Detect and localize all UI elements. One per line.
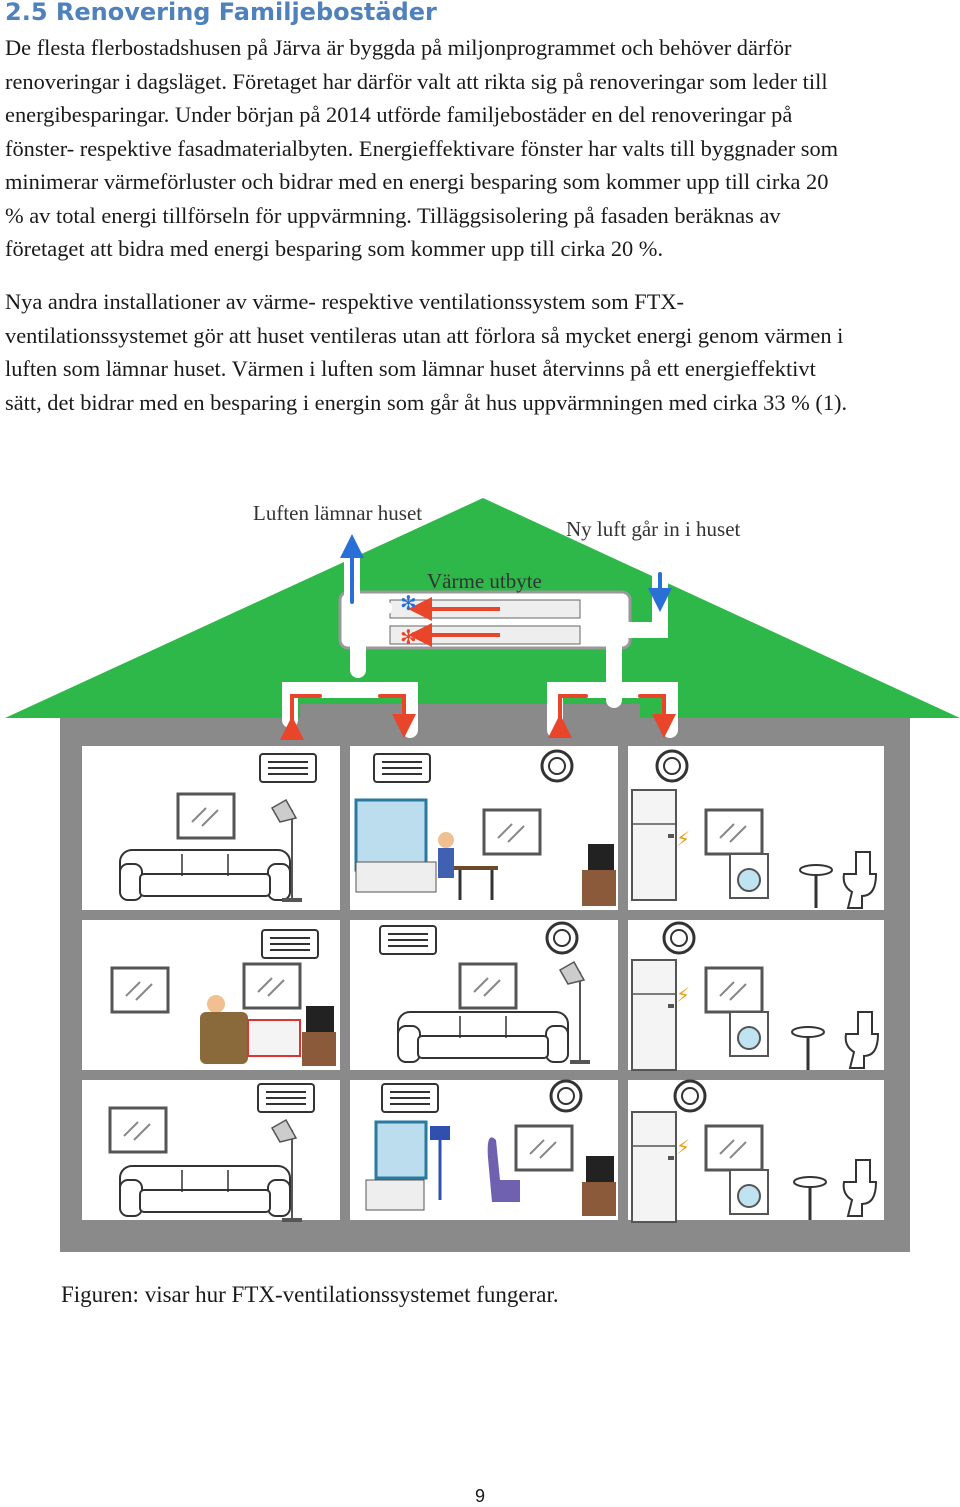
floor-lamp-icon [430, 1126, 450, 1200]
ftx-house-diagram: ✻ ✻ Luften lämnar huset Ny luft går in i… [5, 498, 960, 1252]
window-icon [482, 808, 542, 856]
electric-icon: ⚡ [676, 827, 690, 851]
refrigerator-icon [631, 1111, 677, 1223]
supply-vent-icon [381, 1083, 439, 1113]
radiator-icon [355, 861, 437, 893]
label-heat-exchange: Värme utbyte [427, 569, 542, 593]
paragraph-line: De flesta flerbostadshusen på Järva är b… [5, 35, 792, 60]
electric-icon: ⚡ [676, 1135, 690, 1159]
supply-vent-icon [261, 929, 319, 959]
paragraph-ftx: Nya andra installationer av värme- respe… [5, 285, 960, 419]
window-icon [458, 962, 518, 1010]
curtain-window-icon [354, 798, 428, 872]
washing-machine-icon [729, 1169, 769, 1215]
tv-icon [302, 1006, 336, 1066]
sofa-icon [119, 1165, 291, 1217]
paragraph-line: minimerar värmeförluster och bidrar med … [5, 169, 829, 194]
paragraph-line: luften som lämnar huset. Värmen i luften… [5, 356, 816, 381]
paragraph-line: % av total energi tillförseln för uppvär… [5, 202, 781, 228]
tv-icon [582, 1156, 616, 1216]
washing-machine-icon [729, 1011, 769, 1057]
window-icon [176, 792, 236, 840]
paragraph-line: ventilationssystemet gör att huset venti… [5, 322, 844, 348]
window-icon [108, 1106, 168, 1154]
paragraph-line: fönster- respektive fasadmaterialbyten. … [5, 135, 839, 161]
exhaust-vent-icon [545, 921, 579, 955]
cold-icon: ✻ [400, 591, 417, 615]
paragraph-line: företaget att bidra med energi besparing… [5, 236, 664, 261]
label-exhaust: Luften lämnar huset [253, 501, 422, 525]
exhaust-vent-icon [540, 749, 574, 783]
refrigerator-icon [631, 959, 677, 1071]
label-intake: Ny luft går in i huset [566, 517, 741, 541]
paragraph-line: energibesparingar. Under början på 2014 … [5, 102, 793, 127]
supply-vent-icon [379, 925, 437, 955]
supply-vent-icon [373, 753, 431, 783]
radiator-icon [247, 1019, 301, 1057]
paragraph-line: sätt, det bidrar med en besparing i ener… [5, 389, 848, 415]
sofa-icon [397, 1011, 569, 1063]
electric-icon: ⚡ [676, 983, 690, 1007]
window-icon [110, 966, 170, 1014]
chair-icon [487, 1137, 520, 1202]
exhaust-vent-icon [655, 749, 689, 783]
ducts [280, 532, 678, 740]
window-icon [704, 808, 764, 856]
figure-caption: Figuren: visar hur FTX-ventilationssyste… [61, 1282, 559, 1307]
window-icon [704, 966, 764, 1014]
supply-vent-icon [257, 1083, 315, 1113]
paragraph-line: Nya andra installationer av värme- respe… [5, 289, 685, 314]
heat-icon: ✻ [400, 625, 417, 649]
curtain-window-icon [374, 1120, 428, 1180]
heat-exchanger-unit: ✻ ✻ [338, 590, 632, 650]
paragraph-renovation: De flesta flerbostadshusen på Järva är b… [5, 31, 960, 266]
window-icon [704, 1124, 764, 1172]
tv-icon [582, 844, 616, 906]
window-icon [514, 1124, 574, 1172]
section-heading: 2.5 Renovering Familjebostäder [5, 0, 437, 26]
supply-vent-icon [259, 753, 317, 783]
sofa-icon [119, 849, 291, 901]
fireplace-icon [365, 1179, 425, 1211]
exhaust-vent-icon [673, 1079, 707, 1113]
person-at-desk-icon [438, 832, 498, 900]
refrigerator-icon [631, 789, 677, 901]
armchair-icon [200, 995, 248, 1064]
page-number: 9 [474, 1486, 485, 1506]
paragraph-line: renoveringar i dagsläget. Företaget har … [5, 68, 828, 94]
window-icon [242, 962, 302, 1010]
washing-machine-icon [729, 853, 769, 899]
exhaust-vent-icon [662, 921, 696, 955]
exhaust-vent-icon [549, 1079, 583, 1113]
